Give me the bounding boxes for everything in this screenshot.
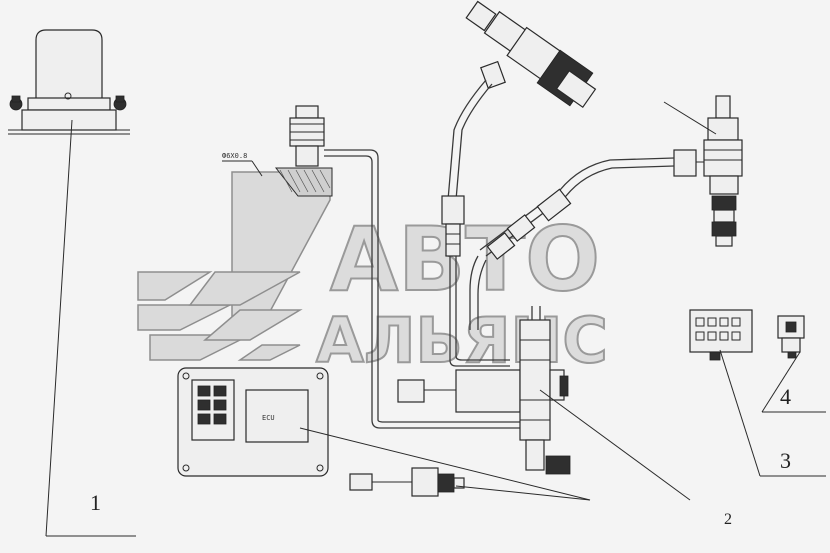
center-line-fittings — [441, 195, 510, 367]
speed-sensor — [349, 467, 465, 497]
ecu-label: ECU — [262, 414, 275, 422]
pressure-sensor: Ф6Х0.8 — [222, 105, 333, 197]
callout-2: 2 — [724, 511, 732, 528]
control-block — [397, 306, 571, 475]
callout-3: 3 — [780, 448, 791, 473]
fluid-lines — [324, 149, 520, 429]
callout-4: 4 — [780, 384, 791, 409]
relay-unit — [8, 29, 130, 135]
top-valve — [447, 0, 597, 201]
watermark-line1: АВТО — [330, 208, 600, 311]
watermark-emblem — [137, 171, 331, 361]
connector-8pin — [689, 309, 753, 361]
callout-1: 1 — [90, 490, 101, 515]
right-sensor — [479, 95, 743, 257]
ecu-module: ECU — [177, 367, 329, 477]
diagonal-fitting — [469, 188, 572, 330]
watermark-logo: АВТО АЛЬЯНС — [137, 171, 609, 378]
leader-lines — [45, 101, 826, 537]
connector-plug — [777, 315, 805, 359]
pipe-size-label: Ф6Х0.8 — [222, 152, 247, 160]
